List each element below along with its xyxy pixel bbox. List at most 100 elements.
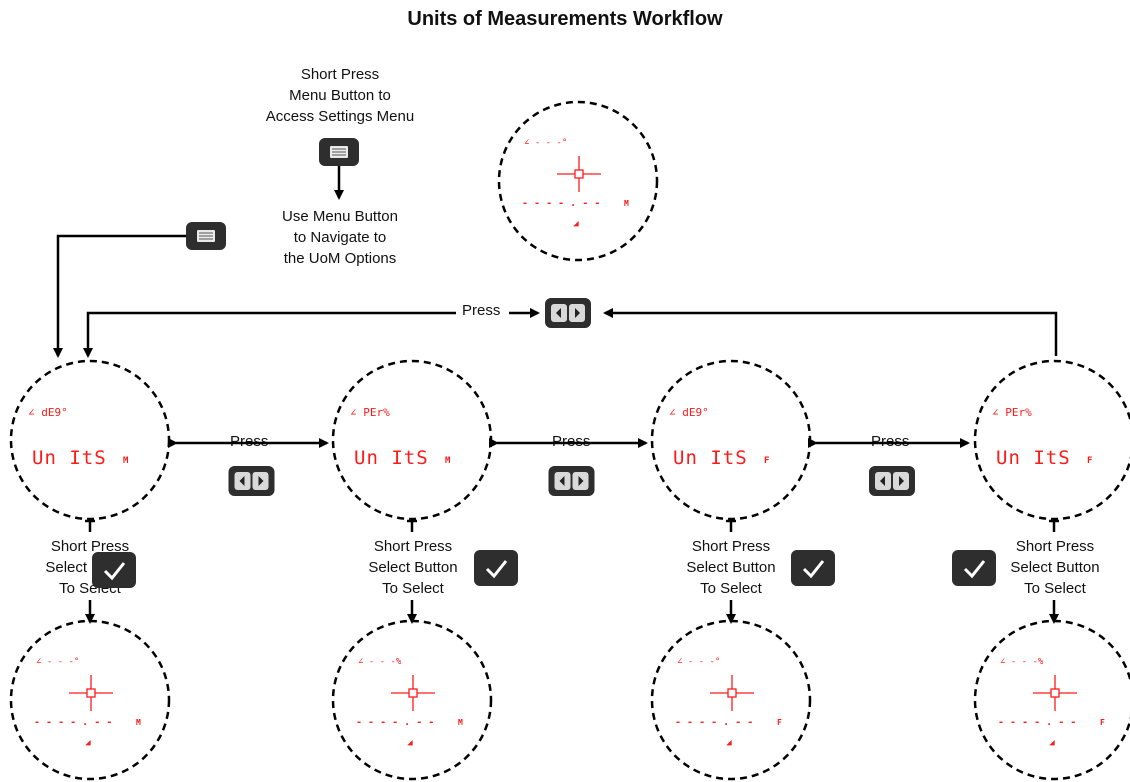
- option-line2: Un ItS: [32, 447, 107, 469]
- label-line: Short Press: [300, 66, 380, 83]
- result-display-4-circle: [973, 619, 1130, 781]
- checkmark-button-icon: [791, 550, 835, 586]
- option-line2: Un ItS: [673, 447, 748, 469]
- reticle-center-box: [727, 688, 737, 698]
- label-line: To Select: [1024, 580, 1086, 597]
- checkmark-button-icon-body: [474, 550, 518, 586]
- left-arrow-glyph: [556, 308, 561, 318]
- option-unit: M: [123, 456, 129, 466]
- angle-readout: ∠ - - -°: [677, 657, 720, 667]
- label-line: Short Press: [1015, 538, 1095, 555]
- option-display-1-circle: [9, 359, 171, 521]
- left-right-button-icon: [545, 298, 591, 328]
- label-line: To Select: [382, 580, 444, 597]
- step-menu-access-label: Short Press Menu Button to Access Settin…: [240, 64, 440, 127]
- option-display-2-screen: ∠ PEr% Un ItS M: [350, 406, 451, 469]
- left-arrow-glyph: [559, 476, 565, 486]
- menu-button-icon: [319, 138, 359, 166]
- angle-readout: ∠ - - -%: [358, 657, 402, 667]
- option-line2: Un ItS: [354, 447, 429, 469]
- left-right-button-icon: [869, 466, 915, 496]
- reticle-center-box: [1050, 688, 1060, 698]
- result-display-3-circle: [650, 619, 812, 781]
- range-unit: M: [458, 718, 463, 727]
- option-unit: F: [1087, 456, 1092, 466]
- option-line1: ∠ PEr%: [992, 406, 1032, 419]
- press-loop-left-arrow: [83, 311, 456, 358]
- reticle-center-box: [574, 169, 584, 179]
- option-line1: ∠ dE9°: [669, 406, 709, 419]
- option-line1: ∠ PEr%: [350, 406, 390, 419]
- right-arrow-glyph: [258, 476, 264, 486]
- left-right-button-icon: [228, 466, 275, 496]
- result-display-1-circle: [9, 619, 171, 781]
- top-display-screen: ∠ - - -° - - - - . - - M ◢: [522, 138, 629, 229]
- label-line: Short Press: [691, 538, 771, 555]
- label-line: Short Press: [373, 538, 453, 555]
- option-line1: ∠ dE9°: [28, 406, 68, 419]
- menu-button-icon: [186, 222, 226, 250]
- left-right-button-icon: [548, 466, 595, 496]
- label-line: Menu Button to: [289, 87, 391, 104]
- right-arrow-glyph: [575, 308, 580, 318]
- range-readout: - - - - . - -: [675, 717, 753, 728]
- option-unit: F: [764, 456, 769, 466]
- label-line: to Navigate to: [293, 229, 387, 246]
- reticle-center-box: [86, 688, 96, 698]
- option-display-4-screen: ∠ PEr% Un ItS F: [992, 406, 1092, 469]
- range-unit: F: [777, 718, 782, 727]
- select-label-2: Short Press Select Button To Select: [333, 536, 493, 599]
- select-label-3: Short Press Select Button To Select: [651, 536, 811, 599]
- checkmark-button-icon: [92, 552, 136, 588]
- left-arrow-glyph: [880, 476, 885, 486]
- step-navigate-label: Use Menu Button to Navigate to the UoM O…: [240, 206, 440, 269]
- label-line: Access Settings Menu: [265, 108, 415, 125]
- label-line: Select Button: [1010, 559, 1100, 576]
- option-unit: M: [445, 456, 451, 466]
- checkmark-glyph: [802, 560, 825, 579]
- checkmark-button-icon-body: [791, 550, 835, 586]
- checkmark-glyph: [485, 560, 508, 579]
- result-display-4-screen: ∠ - - -% - - - - . - - F ◢: [998, 657, 1105, 748]
- range-readout: - - - - . - -: [998, 717, 1076, 728]
- level-marker: ◢: [1049, 738, 1055, 748]
- press-label-top: Press: [459, 302, 504, 319]
- level-marker: ◢: [573, 219, 579, 229]
- level-marker: ◢: [726, 738, 732, 748]
- angle-readout: ∠ - - -°: [524, 138, 567, 148]
- page-title: Units of Measurements Workflow: [407, 8, 723, 30]
- option-display-2-circle: [331, 359, 493, 521]
- label-line: Select Button: [686, 559, 776, 576]
- press-loop-right-arrow: [603, 308, 1058, 356]
- option-display-3-screen: ∠ dE9° Un ItS F: [669, 406, 769, 469]
- right-arrow-glyph: [899, 476, 904, 486]
- range-readout: - - - - . - -: [522, 198, 600, 209]
- label-line: Short Press: [50, 538, 130, 555]
- range-readout: - - - - . - -: [356, 717, 434, 728]
- label-line: Select Button: [368, 559, 458, 576]
- left-arrow-glyph: [239, 476, 245, 486]
- label-line: Use Menu Button: [282, 208, 398, 225]
- angle-readout: ∠ - - -%: [1000, 657, 1044, 667]
- range-unit: F: [1100, 718, 1105, 727]
- angle-readout: ∠ - - -°: [36, 657, 79, 667]
- result-display-1-screen: ∠ - - -°- - - - . - -M◢: [34, 657, 141, 748]
- label-line: the UoM Options: [283, 250, 397, 267]
- option-line2: Un ItS: [996, 447, 1071, 469]
- checkmark-button-icon: [474, 550, 518, 586]
- top-display-circle: [497, 100, 659, 262]
- range-unit: M: [624, 199, 629, 208]
- checkmark-button-icon-body: [92, 552, 136, 588]
- select-label-4: Short Press Select Button To Select: [975, 536, 1130, 599]
- checkmark-glyph: [963, 560, 986, 579]
- option-display-3-circle: [650, 359, 812, 521]
- result-display-2-circle: [331, 619, 493, 781]
- result-display-3-screen: ∠ - - -° - - - - . - - F ◢: [675, 657, 782, 748]
- option-display-4-circle: [973, 359, 1130, 521]
- range-unit: M: [136, 718, 141, 727]
- range-readout: - - - - . - -: [34, 717, 112, 728]
- right-arrow-glyph: [578, 476, 584, 486]
- checkmark-button-icon: [952, 550, 996, 586]
